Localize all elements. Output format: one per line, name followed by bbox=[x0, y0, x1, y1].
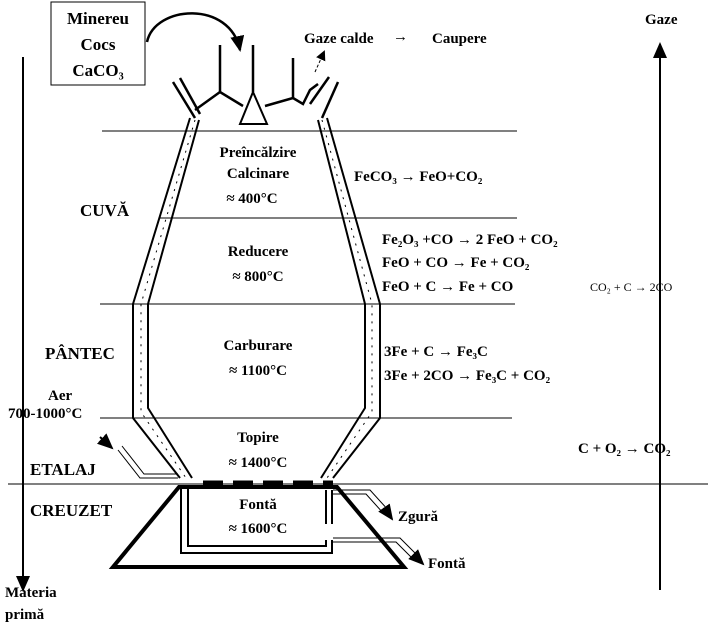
hot-gas-label: Gaze calde bbox=[304, 31, 374, 47]
reaction-carburation-1: 3Fe + C → Fe₃C bbox=[384, 344, 488, 360]
zone-lines bbox=[8, 130, 708, 485]
zone-carburation-label: Carburare bbox=[224, 338, 293, 354]
zone-melting-label: Topire bbox=[237, 430, 279, 446]
zone-calcination-label: Calcinare bbox=[227, 166, 290, 182]
zone-preheat-label: Preîncălzire bbox=[220, 145, 297, 161]
slag-output-label: Zgură bbox=[398, 509, 439, 525]
pantec-label: PÂNTEC bbox=[45, 344, 115, 363]
creuzet-label: CREUZET bbox=[30, 501, 113, 520]
zone-preheat-temp: ≈ 400°C bbox=[226, 191, 277, 207]
reaction-calcination: FeCO₃ → FeO+CO₂ bbox=[354, 169, 483, 185]
etalaj-label: ETALAJ bbox=[30, 460, 96, 479]
cocs-label: Cocs bbox=[81, 35, 116, 54]
cuva-label: CUVĂ bbox=[80, 201, 130, 220]
iron-output-label: Fontă bbox=[428, 556, 466, 572]
reaction-reduction-2: FeO + CO → Fe + CO₂ bbox=[382, 255, 530, 271]
reaction-reduction-3: FeO + C → Fe + CO bbox=[382, 279, 513, 295]
caco3-label: CaCO₃ bbox=[72, 61, 123, 80]
gas-exit-arrow bbox=[314, 50, 326, 73]
gaze-label: Gaze bbox=[645, 12, 678, 28]
zone-iron-temp: ≈ 1600°C bbox=[229, 521, 288, 537]
input-materials-box bbox=[50, 1, 146, 86]
reaction-reduction-1: Fe₂O₃ +CO → 2 FeO + CO₂ bbox=[382, 232, 558, 248]
reaction-carburation-2: 3Fe + 2CO → Fe₃C + CO₂ bbox=[384, 368, 551, 384]
reaction-combustion: C + O₂ → CO₂ bbox=[578, 441, 671, 457]
zone-reduction-label: Reducere bbox=[228, 244, 289, 260]
prima-label: primă bbox=[5, 607, 45, 623]
minereu-label: Minereu bbox=[67, 9, 129, 28]
air-label: Aer bbox=[48, 388, 72, 404]
hot-gas-arrow: → bbox=[393, 29, 408, 45]
zone-reduction-temp: ≈ 800°C bbox=[232, 269, 283, 285]
furnace-top bbox=[171, 45, 340, 125]
zone-carburation-temp: ≈ 1100°C bbox=[229, 363, 287, 379]
zone-iron-label: Fontă bbox=[239, 497, 277, 513]
zone-melting-temp: ≈ 1400°C bbox=[229, 455, 288, 471]
air-inlet bbox=[96, 433, 178, 479]
charge-arrow bbox=[145, 12, 245, 52]
materia-label: Materia bbox=[5, 585, 57, 601]
crucible bbox=[108, 485, 425, 569]
air-temp-label: 700-1000°C bbox=[8, 406, 82, 422]
reaction-boudouard: CO₂ + C → 2CO bbox=[590, 280, 673, 294]
furnace-walls bbox=[132, 117, 381, 486]
caupere-label: Caupere bbox=[432, 31, 487, 47]
